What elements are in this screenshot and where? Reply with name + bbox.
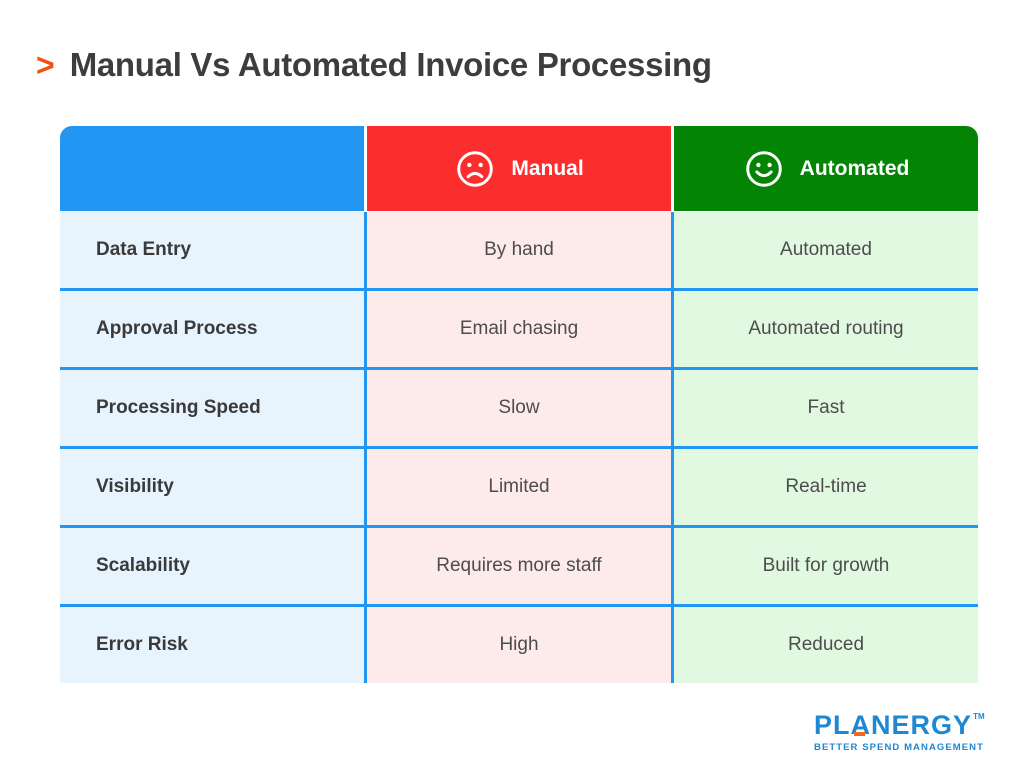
sad-face-icon: [457, 150, 494, 187]
table-header-row: Manual Automated: [60, 126, 978, 211]
automated-value-cell: Built for growth: [674, 528, 978, 604]
feature-cell: Visibility: [60, 449, 364, 525]
feature-cell: Error Risk: [60, 607, 364, 683]
header-label-automated: Automated: [799, 156, 910, 180]
title-row: > Manual Vs Automated Invoice Processing: [36, 46, 712, 84]
manual-value-cell: By hand: [367, 212, 671, 288]
manual-value-cell: Email chasing: [367, 291, 671, 367]
header-cell-blank: [60, 126, 364, 211]
planergy-logo: PLANERGYTM BETTER SPEND MANAGEMENT: [814, 710, 985, 753]
feature-cell: Scalability: [60, 528, 364, 604]
logo-wordmark: PLANERGYTM: [814, 710, 985, 740]
automated-value-cell: Reduced: [674, 607, 978, 683]
manual-value-cell: Slow: [367, 370, 671, 446]
feature-cell: Processing Speed: [60, 370, 364, 446]
happy-face-icon: [745, 150, 782, 187]
logo-text: PLANERGY: [814, 710, 973, 740]
manual-value-cell: Limited: [367, 449, 671, 525]
manual-value-cell: Requires more staff: [367, 528, 671, 604]
header-cell-automated: Automated: [674, 126, 978, 211]
automated-value-cell: Fast: [674, 370, 978, 446]
feature-cell: Data Entry: [60, 212, 364, 288]
automated-value-cell: Automated routing: [674, 291, 978, 367]
manual-value-cell: High: [367, 607, 671, 683]
header-cell-manual: Manual: [367, 126, 671, 211]
title-arrow-icon: >: [36, 47, 55, 83]
automated-value-cell: Real-time: [674, 449, 978, 525]
logo-trademark: TM: [973, 712, 985, 721]
page-title: Manual Vs Automated Invoice Processing: [69, 46, 712, 83]
header-label-manual: Manual: [511, 156, 584, 180]
feature-cell: Approval Process: [60, 291, 364, 367]
logo-tagline: BETTER SPEND MANAGEMENT: [814, 742, 984, 753]
automated-value-cell: Automated: [674, 212, 978, 288]
logo-letter-a: A: [850, 710, 872, 740]
